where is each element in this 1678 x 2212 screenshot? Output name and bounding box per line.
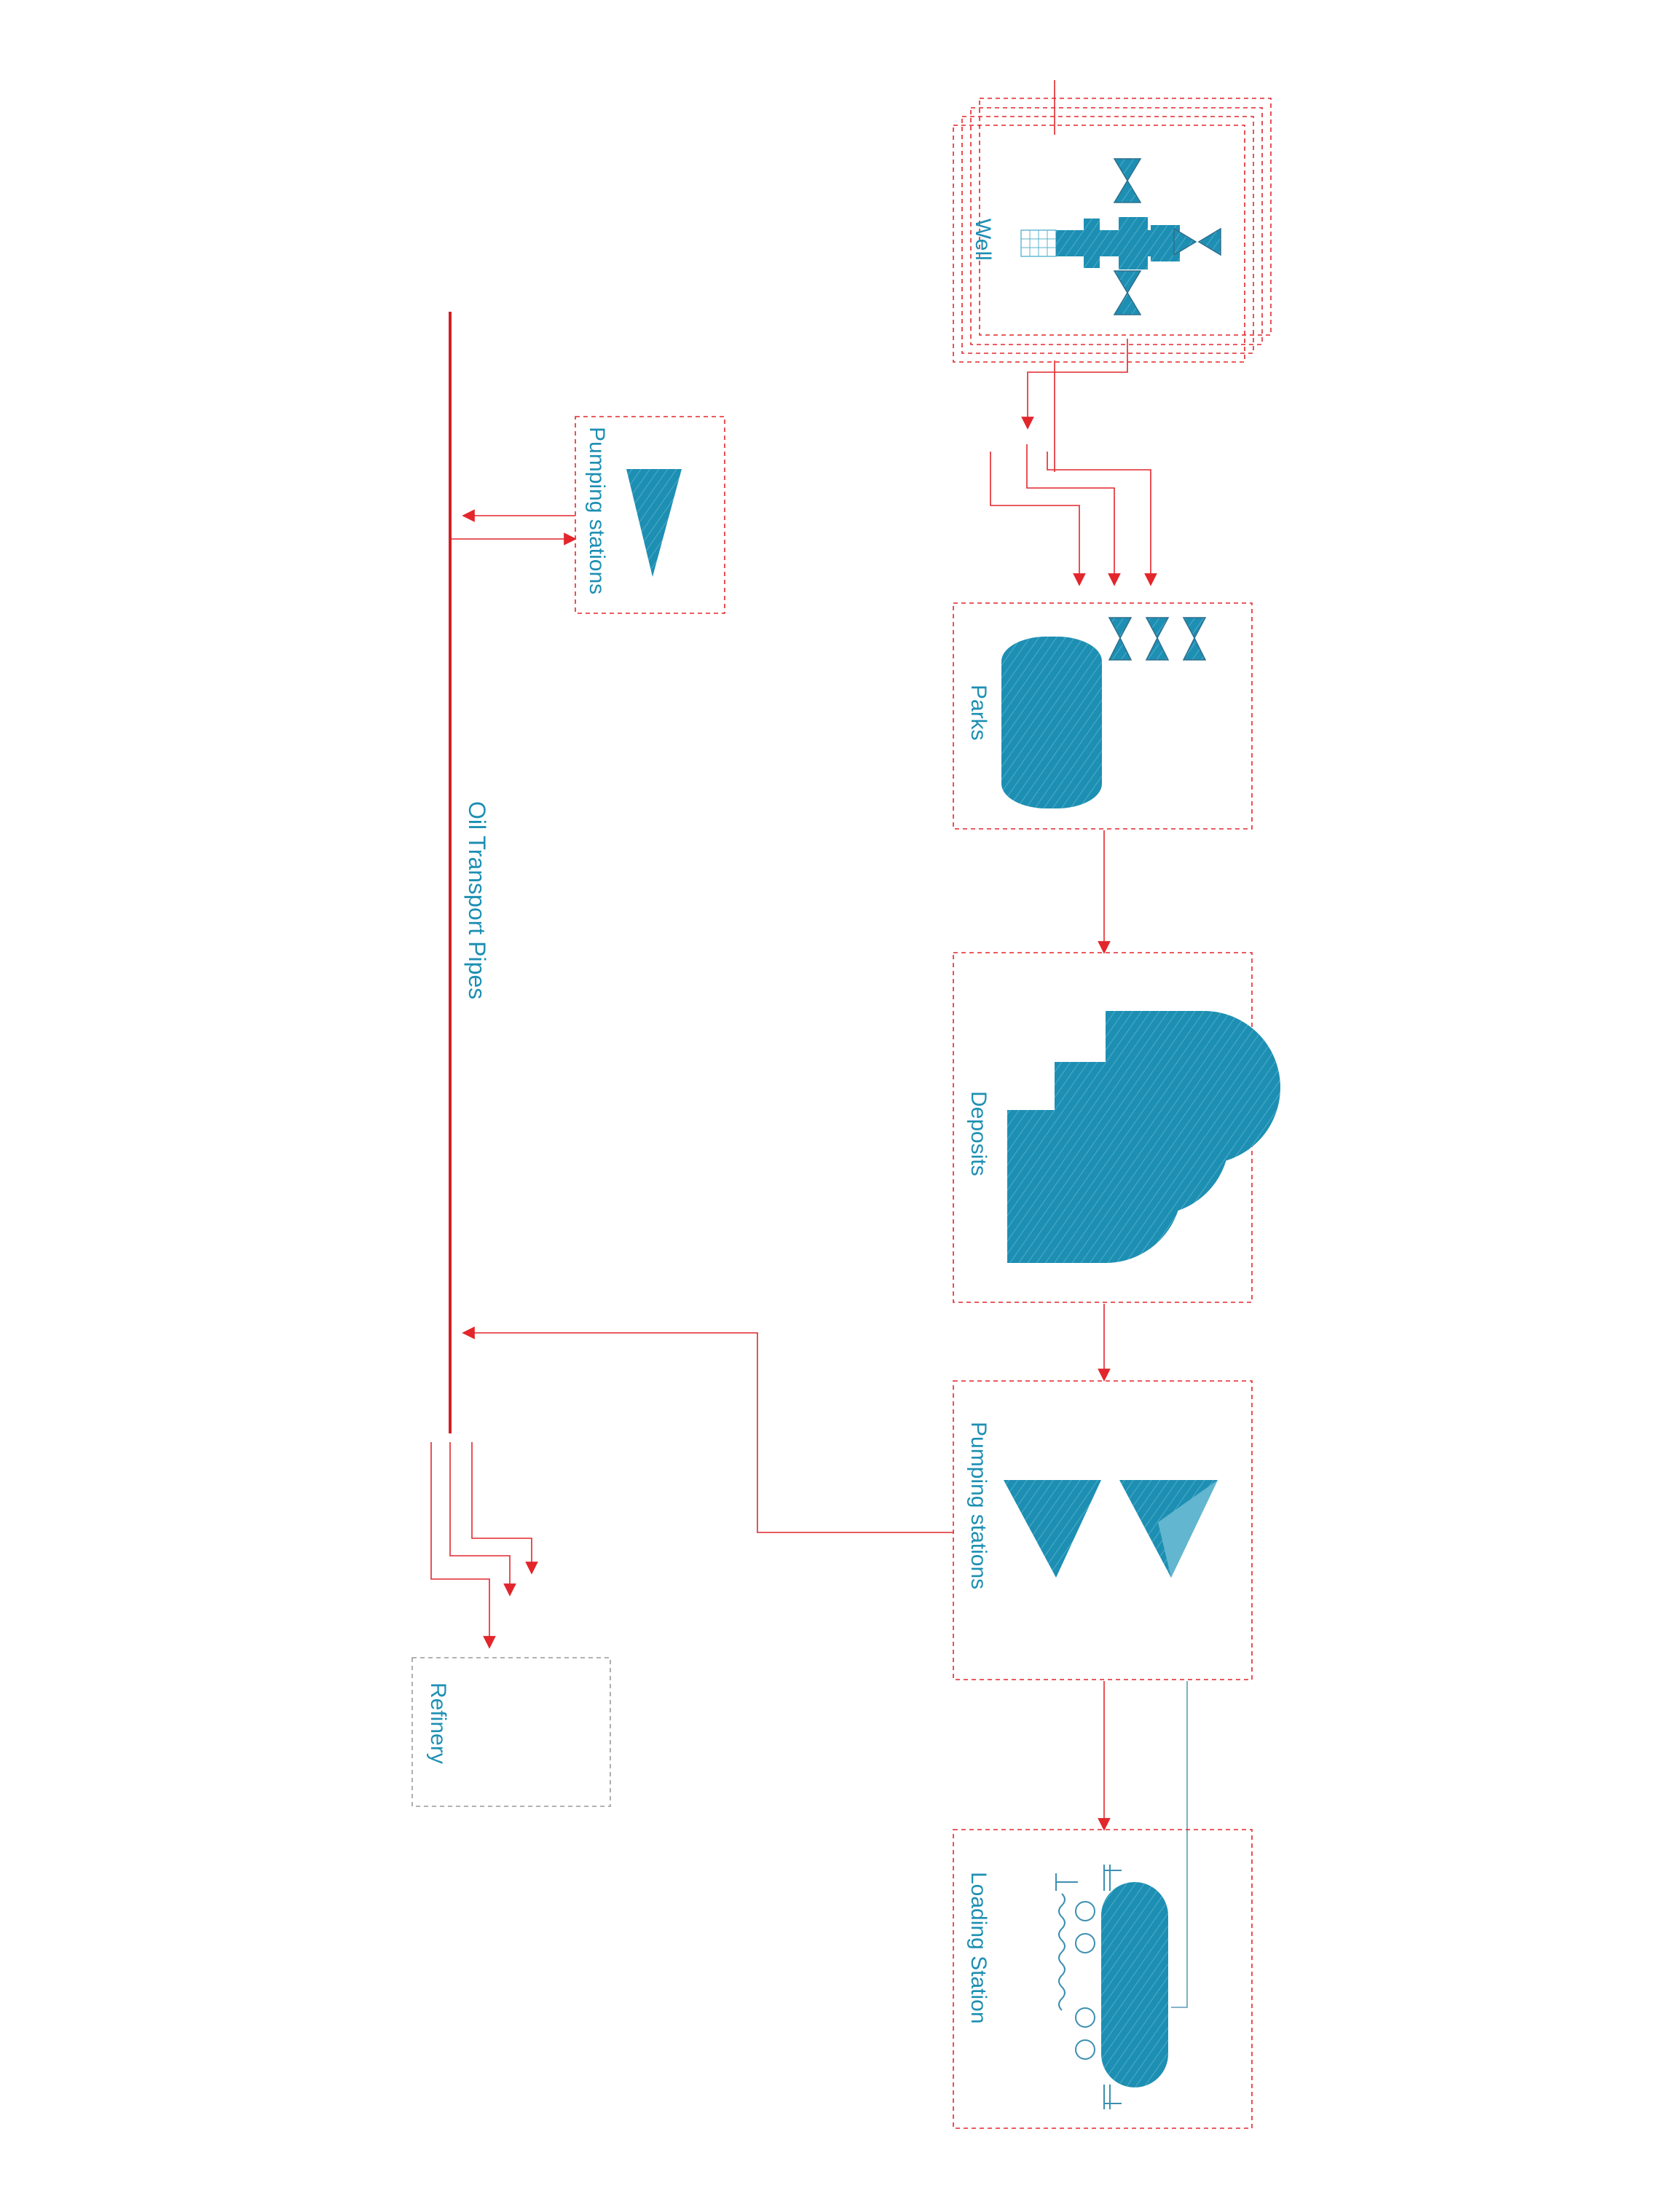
pumping-upper-box bbox=[575, 416, 725, 614]
parks-group[interactable]: Parks bbox=[953, 602, 1253, 830]
valve-icon bbox=[1113, 158, 1221, 315]
well-label: Well bbox=[971, 219, 995, 261]
rail-tank-car-icon bbox=[1055, 1865, 1168, 2109]
parks-inflow-arrow-1 bbox=[990, 452, 1086, 586]
well-stack-back-0 bbox=[961, 116, 1254, 354]
oil-transport-pipe-group: Oil Transport Pipes bbox=[449, 312, 490, 1433]
pumping-lower-label: Pumping stations bbox=[966, 1422, 990, 1589]
pipes-label: Oil Transport Pipes bbox=[464, 801, 490, 999]
deposit-tanks-icon bbox=[1007, 1011, 1280, 1263]
well-group[interactable]: Well bbox=[953, 98, 1272, 363]
wellhead-icon bbox=[1020, 217, 1180, 269]
deposits-group[interactable]: Deposits bbox=[953, 952, 1280, 1303]
pumping-to-loading-blue-line bbox=[1171, 1681, 1188, 2008]
refinery-inflow-arrow-2 bbox=[449, 1442, 516, 1597]
well-stack-back-2 bbox=[979, 98, 1272, 336]
valve-icon bbox=[1108, 617, 1207, 661]
parks-box bbox=[953, 602, 1253, 830]
parks-label: Parks bbox=[966, 685, 990, 741]
refinery-inflow-arrow-1 bbox=[471, 1442, 538, 1575]
refinery-inflow-arrow-3 bbox=[430, 1442, 496, 1649]
pump-icon bbox=[626, 469, 682, 577]
parks-inflow-arrow-3 bbox=[1047, 452, 1157, 586]
well-outflow-lines bbox=[990, 80, 1157, 586]
pumping-to-pipe-arrow bbox=[462, 1326, 953, 1533]
loading-station-group[interactable]: Loading Station bbox=[953, 1829, 1253, 2129]
well-box bbox=[953, 125, 1245, 363]
parks-inflow-arrow-2 bbox=[1026, 444, 1121, 586]
pumping-stations-lower-group[interactable]: Pumping stations bbox=[953, 1380, 1253, 1680]
refinery-label: Refinery bbox=[426, 1682, 450, 1764]
refinery-group[interactable]: Refinery bbox=[411, 1657, 611, 1807]
well-stack-back-1 bbox=[970, 107, 1263, 345]
deposits-label: Deposits bbox=[966, 1091, 990, 1176]
refinery-box bbox=[411, 1657, 611, 1807]
loading-box bbox=[953, 1829, 1253, 2129]
pipe-to-refinery-lines bbox=[430, 1442, 538, 1649]
loading-label: Loading Station bbox=[966, 1872, 990, 2024]
tank-icon bbox=[1001, 637, 1102, 808]
pump-icon bbox=[1004, 1480, 1218, 1578]
pumping-stations-upper-group[interactable]: Pumping stations bbox=[575, 416, 725, 614]
pumping-lower-box bbox=[953, 1380, 1253, 1680]
pumping-upper-label: Pumping stations bbox=[585, 427, 609, 594]
well-to-collector-arrow bbox=[1021, 339, 1128, 430]
